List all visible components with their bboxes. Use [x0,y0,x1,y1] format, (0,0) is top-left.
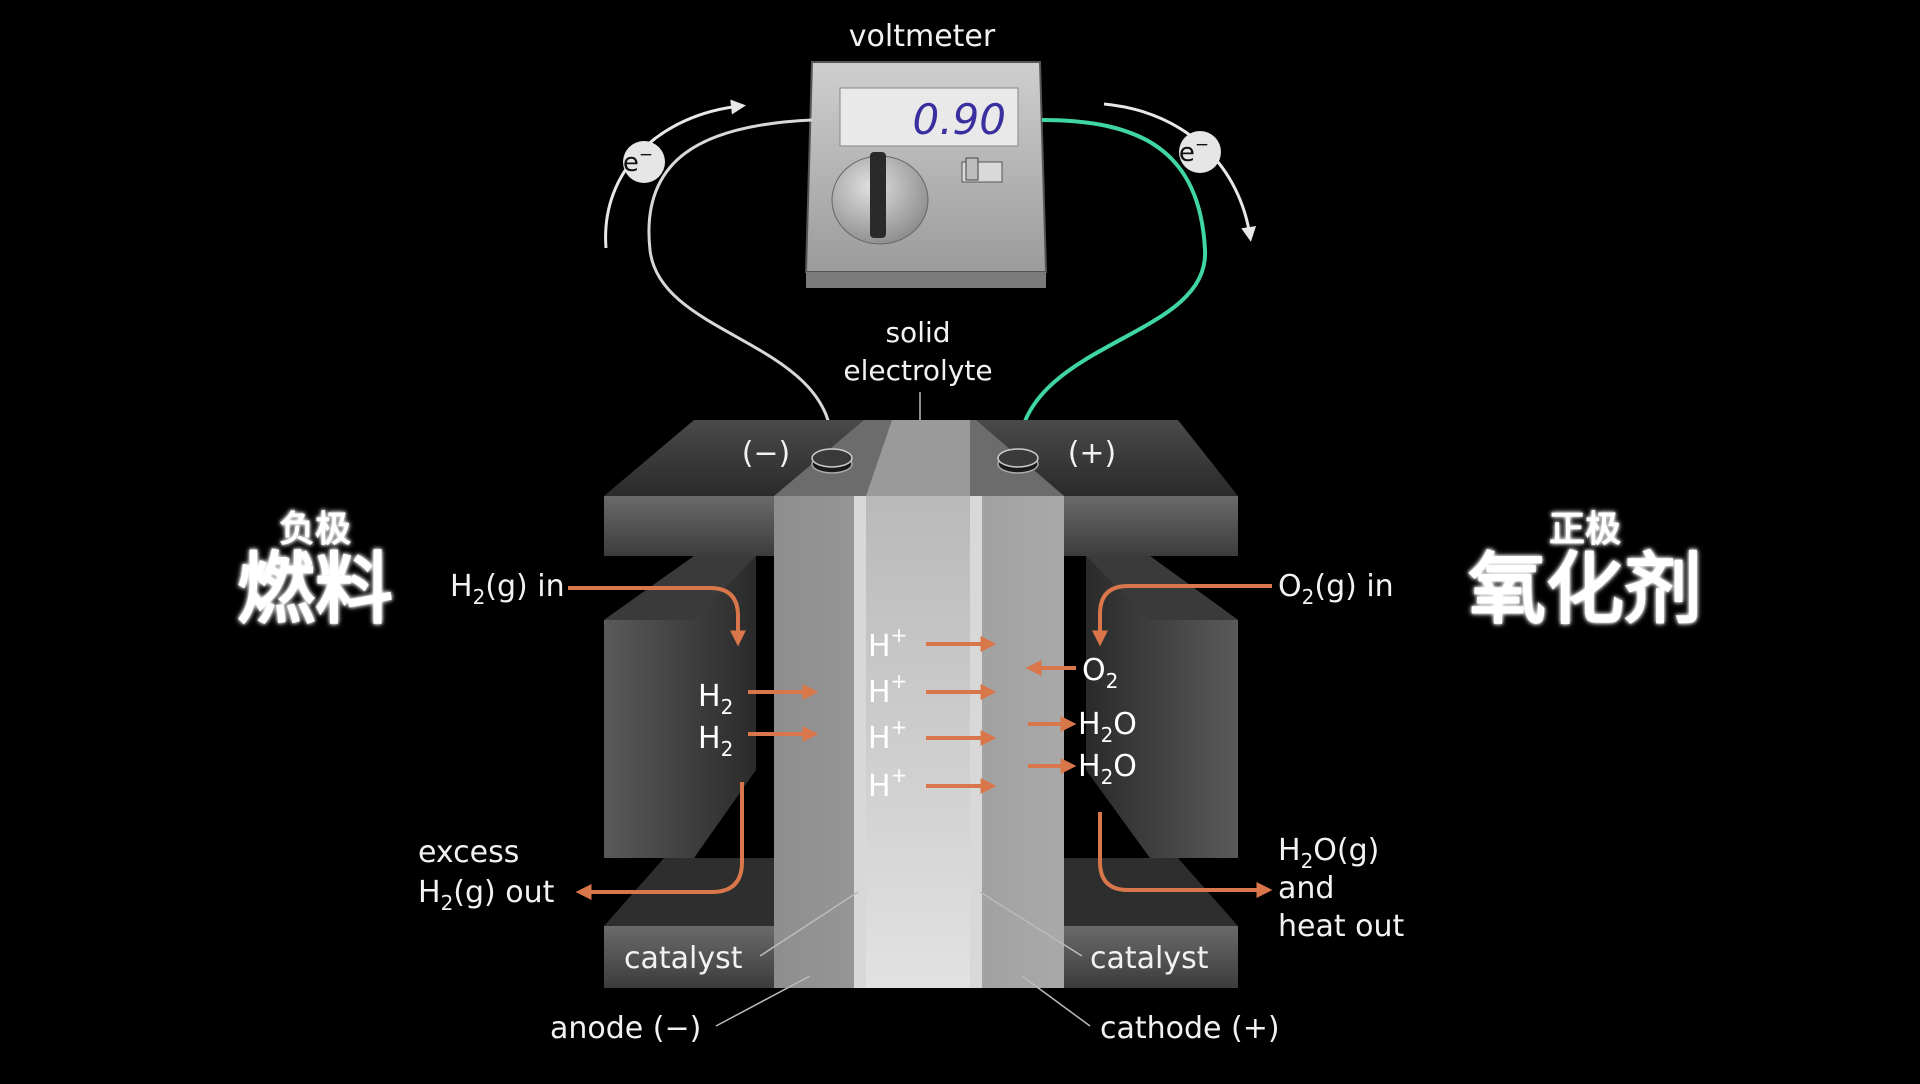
h2-label-1: H2 [698,679,733,719]
catalyst-left-leader [759,891,859,957]
anode-leader [715,975,811,1027]
h2-in-arrow [568,586,746,647]
cathode-label: cathode (+) [1100,1011,1280,1046]
catalyst-right-label: catalyst [1090,941,1209,976]
negative-wire [647,118,834,456]
h2-in-label: H2(g) in [450,569,565,609]
svg-text:e−: e− [623,145,653,178]
h2o-out-label: H2O(g) [1278,833,1379,873]
positive-wire [1016,118,1208,456]
anode-label: anode (−) [550,1011,701,1046]
catalyst-right-leader [979,891,1083,957]
h2-out-label: H2(g) out [418,875,555,915]
anode-catalyst-layer [854,496,866,988]
negative-electrode-cn-label: 负极 [278,508,351,550]
flow-arrows [568,584,1273,900]
h2o-label-2: H2O [1078,749,1137,789]
o2-label: O2 [1082,653,1118,693]
negative-terminal [811,448,853,474]
voltmeter-dial-pointer [870,152,886,238]
electrolyte-label-line2: electrolyte [843,354,992,387]
cathode-catalyst-layer [970,496,982,988]
fuel-cn-label: 燃料 [236,544,393,635]
voltmeter-reading: 0.90 [912,95,1006,144]
excess-label: excess [418,835,519,870]
solid-electrolyte-layer [866,496,970,988]
hplus-label-1: H+ [868,623,907,664]
h2o-out-arrow [1098,812,1273,898]
voltmeter: 0.90 [804,61,1048,288]
positive-terminal-label: (+) [1068,436,1117,471]
hplus-label-2: H+ [868,669,907,710]
svg-text:e−: e− [1179,135,1209,168]
voltmeter-title: voltmeter [849,19,996,54]
voltmeter-display [839,87,1019,147]
h2o-label-1: H2O [1078,707,1137,747]
h2-out-arrow [575,782,744,900]
o2-in-label: O2(g) in [1278,569,1394,609]
positive-terminal [997,448,1039,474]
positive-electrode-cn-label: 正极 [1548,508,1621,550]
and-label: and [1278,871,1334,906]
h2-label-2: H2 [698,721,733,761]
oxidant-cn-label: 氧化剂 [1467,544,1702,635]
catalyst-left-label: catalyst [624,941,743,976]
electrolyte-label-line1: solid [885,316,950,349]
o2-in-arrow [1092,584,1272,647]
electron-badge-left: e− [623,141,665,183]
cathode-leader [1021,975,1091,1027]
negative-terminal-label: (−) [742,436,791,471]
hplus-label-4: H+ [868,763,907,804]
hplus-label-3: H+ [868,715,907,756]
heat-out-label: heat out [1278,909,1405,944]
electron-badge-right: e− [1179,131,1221,173]
electron-flow-arrow-right [1103,102,1257,242]
